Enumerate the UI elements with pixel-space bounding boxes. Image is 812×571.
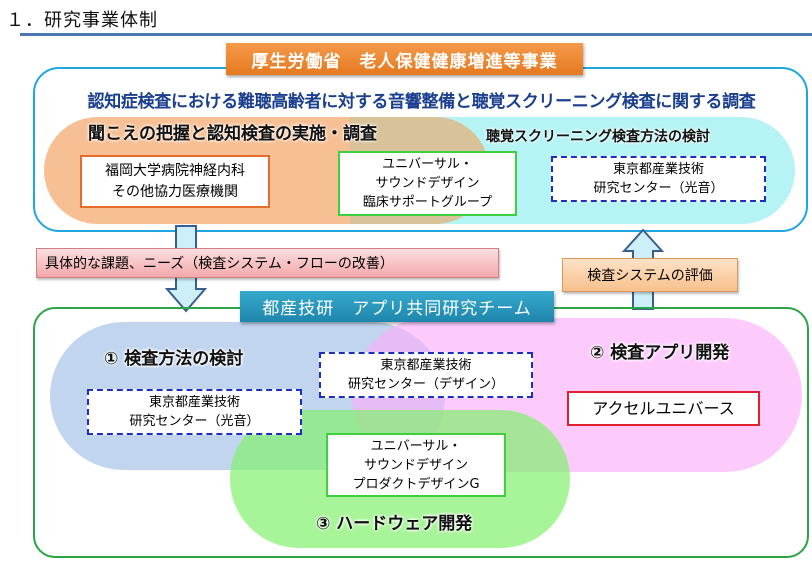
tokyo-design-line-1: 東京都産業技術 <box>380 358 472 373</box>
usd-product-line-2: サウンドデザイン <box>363 457 468 473</box>
tokyo-design-box: 東京都産業技術 研究センター（デザイン） <box>319 352 533 398</box>
tokyo-sound-box-top: 東京都産業技術 研究センター（光音） <box>551 156 766 202</box>
accel-universe-box: アクセルユニバース <box>567 391 760 426</box>
tokyo-sound-top-line-1: 東京都産業技術 <box>612 162 704 177</box>
heading-divider <box>20 33 812 36</box>
research-title: 認知症検査における難聴高齢者に対する音響整備と聴覚スクリーニング検査に関する調査 <box>87 92 756 112</box>
group2-title: ② 検査アプリ開発 <box>590 343 730 363</box>
accel-universe-label: アクセルユニバース <box>592 399 735 418</box>
evaluation-label: 検査システムの評価 <box>562 258 738 292</box>
right-group-title: 聴覚スクリーニング検査方法の検討 <box>486 129 710 145</box>
tokyo-sound-bottom-line-2: 研究センター（光音） <box>129 414 260 429</box>
usd-clinical-box: ユニバーサル・ サウンドデザイン 臨床サポートグループ <box>338 151 517 216</box>
usd-clinical-line-3: 臨床サポートグループ <box>362 195 493 210</box>
hospital-line-2: その他協力医療機関 <box>112 183 238 200</box>
usd-product-box: ユニバーサル・ サウンドデザイン プロダクトデザインG <box>326 433 506 497</box>
mhlw-project-banner: 厚生労働省 老人保健健康増進等事業 <box>226 43 583 75</box>
group3-title: ③ ハードウェア開発 <box>316 514 473 534</box>
tokyo-sound-box-bottom: 東京都産業技術 研究センター（光音） <box>87 389 302 435</box>
usd-clinical-line-2: サウンドデザイン <box>375 176 480 191</box>
page-heading: １．研究事業体制 <box>6 10 158 31</box>
usd-product-line-1: ユニバーサル・ <box>370 438 462 454</box>
tokyo-sound-bottom-line-1: 東京都産業技術 <box>148 395 240 410</box>
team-banner: 都産技研 アプリ共同研究チーム <box>240 291 554 322</box>
usd-product-line-3: プロダクトデザインG <box>352 476 480 492</box>
hospital-line-1: 福岡大学病院神経内科 <box>105 162 245 179</box>
left-group-title: 聞こえの把握と認知検査の実施・調査 <box>88 124 377 144</box>
group1-title: ① 検査方法の検討 <box>104 349 244 369</box>
tokyo-sound-top-line-2: 研究センター（光音） <box>593 181 724 196</box>
hospital-box: 福岡大学病院神経内科 その他協力医療機関 <box>80 155 270 208</box>
usd-clinical-line-1: ユニバーサル・ <box>382 157 473 172</box>
tokyo-design-line-2: 研究センター（デザイン） <box>347 377 504 392</box>
needs-label: 具体的な課題、ニーズ（検査システム・フローの改善） <box>36 248 499 278</box>
